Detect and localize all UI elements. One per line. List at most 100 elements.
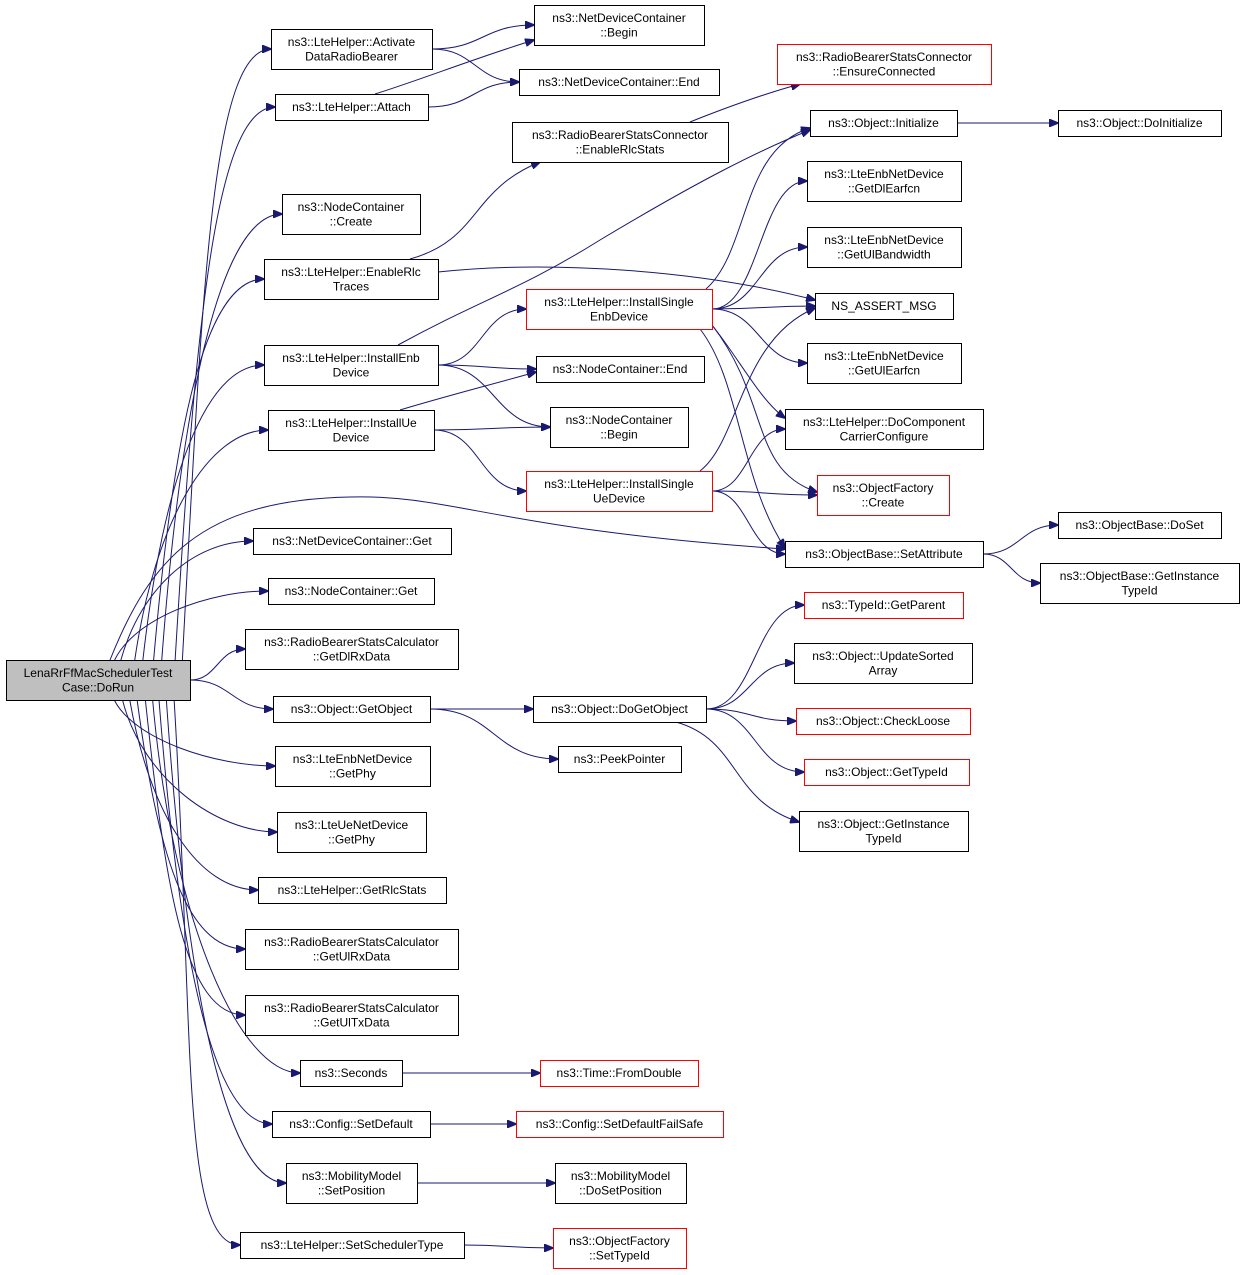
node-peek[interactable]: ns3::PeekPointer: [558, 746, 682, 773]
node-mmDoSetPos[interactable]: ns3::MobilityModel::DoSetPosition: [555, 1163, 687, 1204]
node-label: UeDevice: [593, 491, 645, 505]
edge-root-to-seconds: [152, 699, 300, 1073]
edge-root-to-ndcGet: [120, 541, 253, 661]
edge-root-to-enableRlc: [153, 279, 264, 661]
node-label: ns3::Config::SetDefault: [289, 1117, 413, 1131]
node-setSched[interactable]: ns3::LteHelper::SetSchedulerType: [240, 1232, 465, 1259]
edge-root-to-ueGetPhy: [122, 699, 278, 832]
node-label: ::SetPosition: [318, 1183, 385, 1197]
node-setAttr[interactable]: ns3::ObjectBase::SetAttribute: [785, 541, 984, 568]
node-label: ns3::RadioBearerStatsCalculator: [264, 1001, 439, 1015]
node-objInit[interactable]: ns3::Object::Initialize: [810, 110, 958, 137]
node-assert[interactable]: NS_ASSERT_MSG: [815, 293, 954, 320]
node-ndcBegin[interactable]: ns3::NetDeviceContainer::Begin: [534, 5, 705, 46]
node-ncEnd[interactable]: ns3::NodeContainer::End: [536, 356, 705, 383]
node-rbscEnsure[interactable]: ns3::RadioBearerStatsConnector::EnsureCo…: [777, 44, 992, 85]
node-label: ns3::NodeContainer: [566, 413, 673, 427]
node-ndcEnd[interactable]: ns3::NetDeviceContainer::End: [519, 69, 720, 96]
node-label: ns3::LteHelper::InstallSingle: [544, 477, 694, 491]
node-rbscEnable[interactable]: ns3::RadioBearerStatsConnector::EnableRl…: [512, 122, 729, 163]
node-mmSetPos[interactable]: ns3::MobilityModel::SetPosition: [286, 1163, 418, 1204]
node-label: ns3::LteEnbNetDevice: [293, 752, 413, 766]
node-box: [286, 1163, 418, 1204]
edge-root-to-adrb: [181, 49, 271, 661]
node-getUlTx[interactable]: ns3::RadioBearerStatsCalculator::GetUlTx…: [245, 995, 459, 1036]
node-label: Traces: [333, 279, 369, 293]
node-label: CarrierConfigure: [840, 429, 929, 443]
node-box: [245, 995, 459, 1036]
node-ncBegin[interactable]: ns3::NodeContainer::Begin: [550, 407, 689, 448]
edge-installSEnb-to-ofCreate: [711, 324, 817, 492]
edge-installEnb-to-ncEnd: [437, 364, 536, 369]
node-setDefault[interactable]: ns3::Config::SetDefault: [272, 1111, 431, 1138]
node-box: [534, 5, 705, 46]
node-box: [519, 69, 720, 96]
node-ncCreate[interactable]: ns3::NodeContainer::Create: [282, 194, 421, 235]
node-getUlRx[interactable]: ns3::RadioBearerStatsCalculator::GetUlRx…: [245, 929, 459, 970]
node-getObject[interactable]: ns3::Object::GetObject: [273, 696, 431, 723]
edge-root-to-getObject: [189, 679, 273, 709]
node-ueGetPhy[interactable]: ns3::LteUeNetDevice::GetPhy: [277, 812, 427, 853]
edge-root-to-enbGetPhy: [113, 699, 275, 766]
node-getRlcStats[interactable]: ns3::LteHelper::GetRlcStats: [258, 877, 447, 904]
node-attach[interactable]: ns3::LteHelper::Attach: [275, 94, 429, 121]
node-fromDouble[interactable]: ns3::Time::FromDouble: [540, 1060, 699, 1087]
node-doSet[interactable]: ns3::ObjectBase::DoSet: [1058, 512, 1222, 539]
node-label: ns3::NodeContainer::Get: [285, 584, 418, 598]
node-ofSetTid[interactable]: ns3::ObjectFactory::SetTypeId: [553, 1228, 687, 1269]
node-label: ::Begin: [600, 25, 637, 39]
edge-enableRlc-to-rbscEnable: [409, 162, 540, 260]
node-label: ns3::MobilityModel: [302, 1169, 401, 1183]
node-checkLoose[interactable]: ns3::Object::CheckLoose: [796, 708, 971, 735]
node-label: ::Begin: [600, 427, 637, 441]
node-objDoInit[interactable]: ns3::Object::DoInitialize: [1058, 110, 1222, 137]
node-box: [300, 1060, 403, 1087]
node-enbGetPhy[interactable]: ns3::LteEnbNetDevice::GetPhy: [275, 746, 431, 787]
node-getUlBw[interactable]: ns3::LteEnbNetDevice::GetUlBandwidth: [807, 227, 962, 268]
node-label: ns3::LteHelper::DoComponent: [803, 415, 966, 429]
node-getParent[interactable]: ns3::TypeId::GetParent: [804, 592, 964, 619]
node-setDefFs[interactable]: ns3::Config::SetDefaultFailSafe: [516, 1111, 724, 1138]
node-label: ::GetUlBandwidth: [837, 247, 930, 261]
node-label: ns3::LteHelper::InstallUe: [285, 416, 417, 430]
edge-installSEnb-to-objInit: [705, 128, 810, 290]
node-label: ns3::ObjectFactory: [833, 481, 934, 495]
node-label: ns3::LteHelper::GetRlcStats: [278, 883, 427, 897]
edge-doGetObject-to-getParent: [705, 605, 804, 710]
node-doCcc[interactable]: ns3::LteHelper::DoComponentCarrierConfig…: [785, 409, 984, 450]
node-getUlEarfcn[interactable]: ns3::LteEnbNetDevice::GetUlEarfcn: [807, 343, 962, 384]
node-box: [799, 811, 969, 852]
node-seconds[interactable]: ns3::Seconds: [300, 1060, 403, 1087]
node-getTypeId[interactable]: ns3::Object::GetTypeId: [804, 759, 970, 786]
edge-getObject-to-peek: [429, 708, 558, 759]
node-doGetObject[interactable]: ns3::Object::DoGetObject: [533, 696, 707, 723]
node-label: TypeId: [865, 831, 901, 845]
node-box: [785, 541, 984, 568]
node-box: [526, 471, 713, 512]
node-getDlEarfcn[interactable]: ns3::LteEnbNetDevice::GetDlEarfcn: [807, 161, 962, 202]
node-box: [264, 259, 439, 300]
node-ofCreate[interactable]: ns3::ObjectFactory::Create: [817, 475, 950, 516]
node-box: [6, 660, 191, 701]
node-ndcGet[interactable]: ns3::NetDeviceContainer::Get: [253, 528, 452, 555]
node-ncGet[interactable]: ns3::NodeContainer::Get: [268, 578, 435, 605]
node-box: [794, 643, 973, 684]
edge-adrb-to-ndcEnd: [431, 48, 519, 82]
node-getDlRx[interactable]: ns3::RadioBearerStatsCalculator::GetDlRx…: [245, 629, 459, 670]
edge-root-to-setAttr: [109, 496, 785, 661]
edge-installUe-to-installSUe: [433, 429, 526, 491]
node-label: ns3::LteEnbNetDevice: [824, 349, 944, 363]
edge-root-to-installUe: [134, 430, 268, 661]
edge-root-to-attach: [174, 107, 275, 661]
